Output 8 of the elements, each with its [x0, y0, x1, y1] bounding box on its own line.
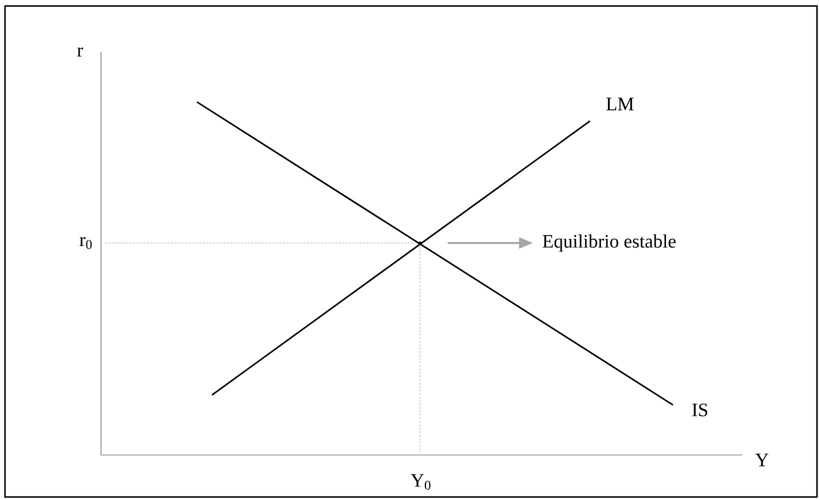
axis-label: r$_{0}$ [80, 237, 92, 249]
curve-label: LM [606, 98, 634, 110]
intersection-point [418, 242, 422, 244]
axis-label: r [77, 48, 83, 56]
annotation-text: Equilibrio estable [542, 234, 676, 252]
curve-label: IS [692, 404, 708, 416]
axis-label: Y$_{0}$ [410, 474, 430, 490]
axis-label: Y [755, 454, 768, 466]
